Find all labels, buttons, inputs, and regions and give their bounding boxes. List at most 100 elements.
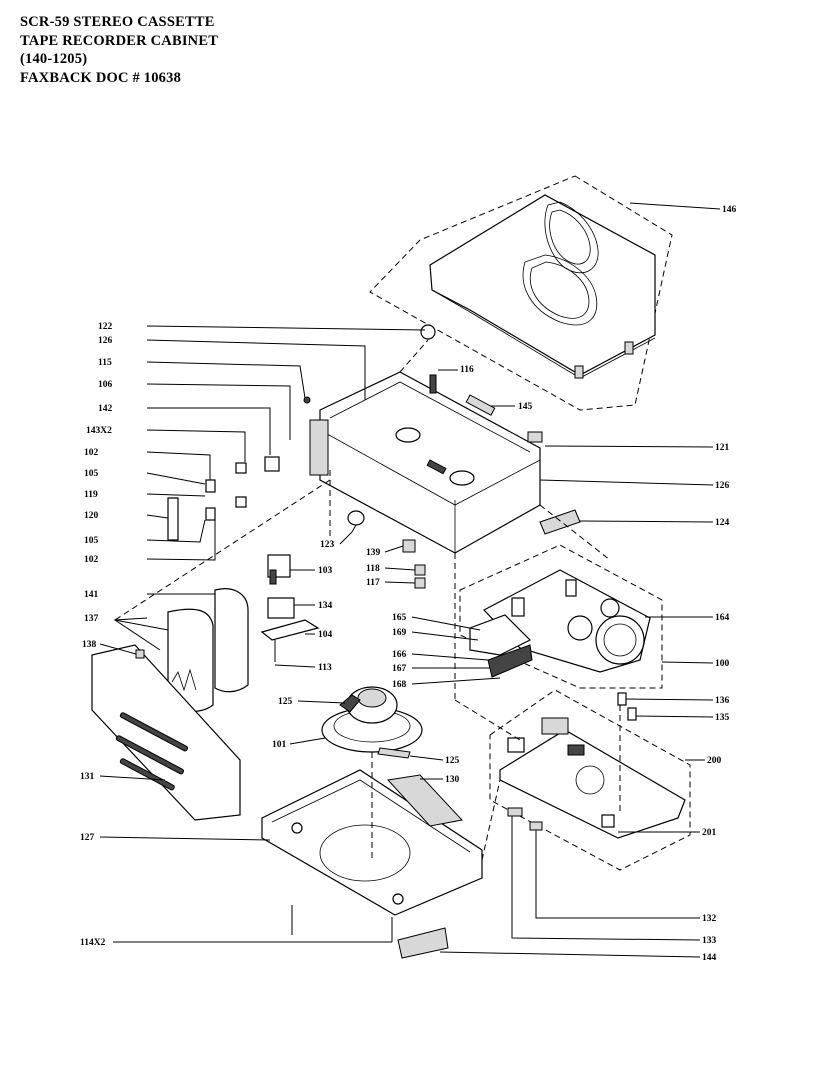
leader-lines: [99, 202, 721, 958]
title-line-2: TAPE RECORDER CABINET: [20, 32, 219, 49]
label-201: 201: [702, 828, 717, 838]
label-145: 145: [518, 402, 533, 412]
label-126a: 126: [98, 336, 113, 346]
cassette-window-upper: [544, 201, 599, 274]
alignment-lines: [114, 339, 621, 861]
leader-137b: [114, 619, 169, 631]
label-164: 164: [715, 613, 730, 623]
label-141: 141: [84, 590, 99, 600]
label-168: 168: [392, 680, 407, 690]
cassette-window-upper-inner: [549, 209, 591, 265]
deck-motor-inner: [603, 623, 637, 657]
speaker-grille-marks: [171, 668, 197, 692]
cassette-window-lower: [522, 254, 598, 326]
bottom-case-boss-left: [291, 822, 303, 834]
part-141-panel-sheet: [214, 588, 249, 693]
leader-119: [146, 493, 206, 497]
leader-124: [579, 520, 714, 523]
chassis-capstan-hole-right: [449, 470, 475, 486]
leader-166: [411, 653, 489, 661]
bottom-case-speaker-grill: [319, 824, 411, 882]
label-138: 138: [82, 640, 97, 650]
title-line-4: FAXBACK DOC # 10638: [20, 69, 182, 86]
label-106: 106: [98, 380, 113, 390]
deck-dashed-boundary: [459, 544, 663, 689]
label-169: 169: [392, 628, 407, 638]
front-panel-group: [91, 588, 249, 821]
leader-102b: [146, 520, 216, 561]
title-line-3: (140-1205): [20, 51, 88, 67]
label-125b: 125: [445, 756, 460, 766]
label-120: 120: [84, 511, 99, 521]
leader-137: [113, 617, 161, 651]
part-139-clip: [402, 539, 416, 553]
deck-reel-right: [600, 598, 620, 618]
leader-115: [146, 361, 306, 399]
label-113: 113: [318, 663, 332, 673]
part-125-bracket-bottom: [377, 747, 411, 759]
title-block: SCR-59 STEREO CASSETTE TAPE RECORDER CAB…: [20, 13, 218, 87]
part-115-screw: [303, 396, 311, 404]
part-105-upper: [205, 479, 216, 493]
leader-168: [411, 677, 501, 685]
align-front-panel: [114, 479, 331, 621]
part-labels: 146 122 126 115 116 106 145 142 143X2 12…: [80, 205, 737, 963]
label-144: 144: [702, 953, 717, 963]
cassette-window-lower-inner: [529, 261, 590, 319]
align-deck-right: [539, 504, 611, 561]
leader-135: [635, 715, 714, 718]
label-117: 117: [366, 578, 380, 588]
part-123-gear: [347, 510, 365, 526]
label-200: 200: [707, 756, 722, 766]
part-145-label: [465, 394, 496, 416]
leader-113: [274, 664, 316, 668]
part-131-front-panel: [91, 644, 241, 821]
part-125-bracket-top: [339, 694, 361, 713]
speaker-cap: [357, 688, 387, 708]
label-102b: 102: [84, 555, 99, 565]
label-105b: 105: [84, 536, 99, 546]
speaker-group: [321, 686, 423, 759]
key-block-165-169: [469, 614, 532, 656]
deck-reel-left: [567, 615, 593, 641]
label-126b: 126: [715, 481, 730, 491]
top-cover-group: [369, 175, 673, 411]
leader-117: [384, 581, 416, 584]
leader-169: [411, 631, 479, 641]
leader-125a: [297, 700, 346, 704]
part-143-block-upper: [235, 462, 247, 474]
label-139: 139: [366, 548, 381, 558]
leader-165: [411, 616, 481, 631]
label-123: 123: [320, 540, 335, 550]
deck-head: [511, 597, 525, 617]
leader-106: [146, 383, 291, 440]
chassis-floor-edge: [319, 429, 541, 506]
label-122: 122: [98, 322, 113, 332]
label-135: 135: [715, 713, 730, 723]
bottom-case-group: [261, 769, 483, 959]
chassis-inner-rim: [329, 381, 531, 453]
label-118: 118: [366, 564, 380, 574]
leader-131: [99, 775, 166, 781]
label-119: 119: [84, 490, 98, 500]
deck-motor: [595, 615, 645, 665]
label-143x2: 143X2: [86, 426, 112, 436]
label-130: 130: [445, 775, 460, 785]
part-135-post: [627, 707, 637, 721]
leader-120: [146, 514, 169, 519]
leader-122: [146, 325, 426, 331]
part-105-lower: [205, 507, 216, 521]
label-166: 166: [392, 650, 407, 660]
label-132: 132: [702, 914, 717, 924]
bottom-case-inner-rim: [271, 779, 471, 853]
label-136: 136: [715, 696, 730, 706]
chassis-capstan-hole-left: [395, 427, 421, 443]
leader-132: [535, 830, 700, 919]
leader-101: [289, 737, 326, 745]
part-143-block-lower: [235, 496, 247, 508]
pcb-group: [489, 689, 691, 871]
part-118-clip: [414, 564, 426, 576]
label-103: 103: [318, 566, 333, 576]
chassis-side-bracket: [309, 419, 329, 476]
